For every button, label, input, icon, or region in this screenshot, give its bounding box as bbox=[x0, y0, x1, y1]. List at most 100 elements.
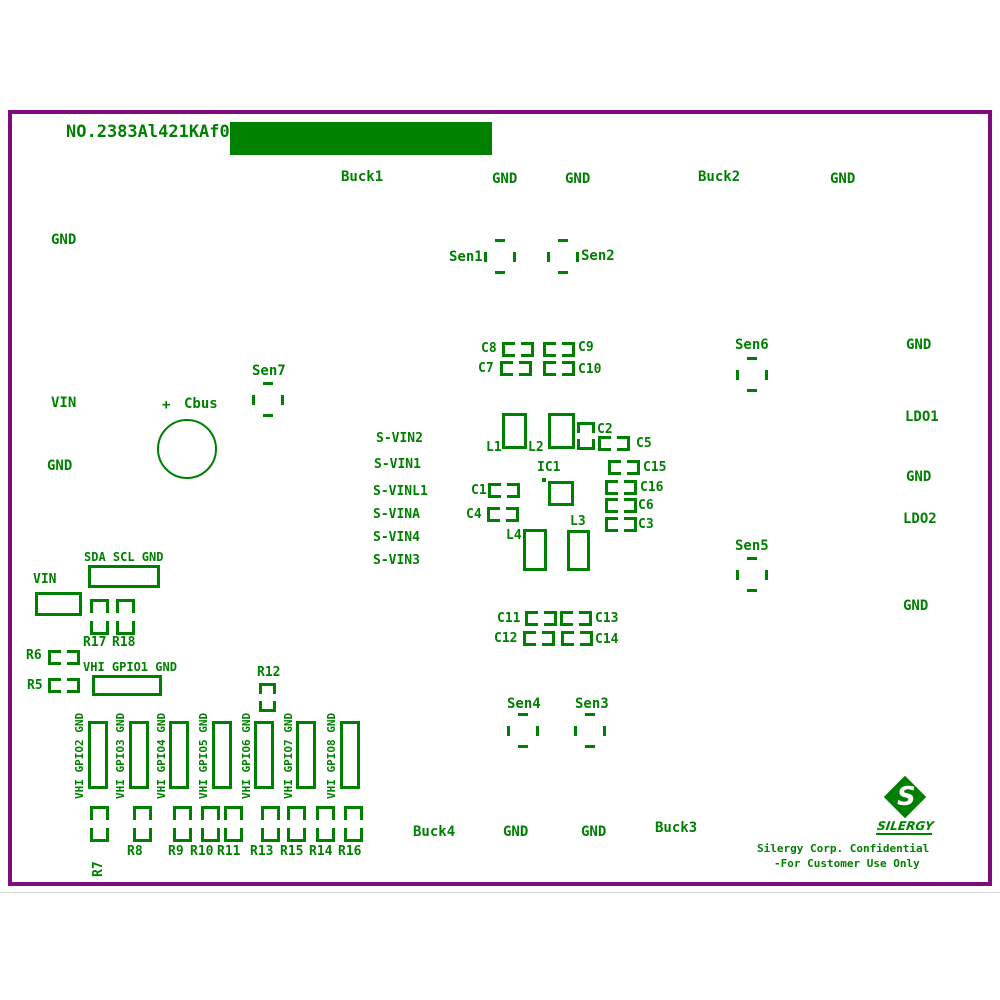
res-footprint-r12 bbox=[259, 683, 276, 712]
label-s-vina: S-VINA bbox=[373, 507, 420, 522]
label-gnd-left-2: GND bbox=[47, 458, 73, 474]
label-r18: R18 bbox=[112, 635, 136, 650]
sen3-footprint bbox=[574, 713, 606, 748]
cap-footprint-c11 bbox=[525, 611, 557, 626]
connector-vhi-gpio8-gnd bbox=[340, 721, 360, 789]
label-vhi-gpio5-gnd: VHI GPIO5 GND bbox=[197, 712, 210, 799]
connector-vin bbox=[35, 592, 82, 616]
label-c7: C7 bbox=[478, 361, 494, 376]
label-c8: C8 bbox=[481, 341, 497, 356]
res-footprint-r18 bbox=[116, 599, 135, 635]
label-sen6: Sen6 bbox=[735, 337, 769, 353]
label-s-vinl1: S-VINL1 bbox=[373, 484, 428, 499]
label-sen3: Sen3 bbox=[575, 696, 609, 712]
label-sen7: Sen7 bbox=[252, 363, 286, 379]
connector-vhi-gpio6-gnd bbox=[254, 721, 274, 789]
label-r6: R6 bbox=[26, 648, 42, 663]
res-footprint-r11 bbox=[224, 806, 243, 842]
label-r8: R8 bbox=[127, 844, 143, 859]
cap-footprint-c6 bbox=[605, 498, 637, 513]
cap-footprint-c16 bbox=[605, 480, 637, 495]
label-gnd-right-3: GND bbox=[903, 598, 929, 614]
connector-vhi-gpio7-gnd bbox=[296, 721, 316, 789]
label-l2: L2 bbox=[528, 440, 544, 455]
label-vhi-gpio2-gnd: VHI GPIO2 GND bbox=[73, 712, 86, 799]
res-footprint-r13 bbox=[261, 806, 280, 842]
cap-footprint-c5 bbox=[598, 436, 630, 451]
label-ldo2: LDO2 bbox=[903, 511, 937, 527]
cap-footprint-c14 bbox=[561, 631, 593, 646]
label-gnd-right-2: GND bbox=[906, 469, 932, 485]
label-vhi-gpio7-gnd: VHI GPIO7 GND bbox=[282, 712, 295, 799]
res-footprint-r10 bbox=[201, 806, 220, 842]
connector-vhi-gpio3-gnd bbox=[129, 721, 149, 789]
label-c15: C15 bbox=[643, 460, 667, 475]
label-r12: R12 bbox=[257, 665, 281, 680]
silergy-logo-wordmark: SILERGY bbox=[875, 819, 934, 836]
connector-vhi-gpio1-gnd bbox=[92, 675, 162, 696]
sen5-footprint bbox=[736, 557, 768, 592]
ic1-footprint bbox=[548, 481, 574, 506]
label-sen2: Sen2 bbox=[581, 248, 615, 264]
label-r9: R9 bbox=[168, 844, 184, 859]
label-s-vin4: S-VIN4 bbox=[373, 530, 420, 545]
sen1-footprint bbox=[484, 239, 516, 274]
sen4-footprint bbox=[507, 713, 539, 748]
label-c13: C13 bbox=[595, 611, 619, 626]
res-footprint-r8 bbox=[133, 806, 152, 842]
label-vin-left: VIN bbox=[51, 395, 77, 411]
connector-vhi-gpio2-gnd bbox=[88, 721, 108, 789]
label-sen4: Sen4 bbox=[507, 696, 541, 712]
label-c9: C9 bbox=[578, 340, 594, 355]
label-gnd-top-1: GND bbox=[492, 171, 518, 187]
sen2-footprint bbox=[547, 239, 579, 274]
label-gnd-top-3: GND bbox=[830, 171, 856, 187]
cap-footprint-c10 bbox=[543, 361, 575, 376]
label-c11: C11 bbox=[497, 611, 521, 626]
label-vhi-gpio1-gnd: VHI GPIO1 GND bbox=[83, 660, 177, 674]
label-c6: C6 bbox=[638, 498, 654, 513]
res-footprint-r16 bbox=[344, 806, 363, 842]
confidential-line-2: -For Customer Use Only bbox=[774, 857, 920, 870]
inductor-footprint-l3 bbox=[567, 530, 590, 571]
res-footprint-r6 bbox=[48, 650, 80, 665]
label-gnd-top-2: GND bbox=[565, 171, 591, 187]
connector-sda-scl-gnd bbox=[88, 565, 160, 588]
silkscreen-bar bbox=[230, 122, 492, 155]
inductor-footprint-l2 bbox=[548, 413, 575, 449]
label-r7: R7 bbox=[91, 861, 106, 877]
label-r11: R11 bbox=[217, 844, 241, 859]
label-buck4: Buck4 bbox=[413, 824, 456, 840]
label-c12: C12 bbox=[494, 631, 518, 646]
label-r16: R16 bbox=[338, 844, 362, 859]
label-sen5: Sen5 bbox=[735, 538, 769, 554]
label-gnd-bottom-2: GND bbox=[581, 824, 607, 840]
label-r5: R5 bbox=[27, 678, 43, 693]
sen7-footprint bbox=[252, 382, 284, 417]
label-cbus-plus: + bbox=[162, 397, 171, 413]
res-footprint-r15 bbox=[287, 806, 306, 842]
cap-footprint-c9 bbox=[543, 342, 575, 357]
label-vhi-gpio8-gnd: VHI GPIO8 GND bbox=[325, 712, 338, 799]
label-gnd-right-1: GND bbox=[906, 337, 932, 353]
page-edge-line bbox=[0, 892, 1000, 893]
connector-vhi-gpio4-gnd bbox=[169, 721, 189, 789]
label-s-vin2: S-VIN2 bbox=[376, 431, 423, 446]
cap-footprint-c8 bbox=[502, 342, 534, 357]
label-buck2: Buck2 bbox=[698, 169, 741, 185]
cap-footprint-c7 bbox=[500, 361, 532, 376]
res-footprint-r17 bbox=[90, 599, 109, 635]
label-gnd-bottom-1: GND bbox=[503, 824, 529, 840]
label-c10: C10 bbox=[578, 362, 602, 377]
label-vhi-gpio6-gnd: VHI GPIO6 GND bbox=[240, 712, 253, 799]
res-footprint-r5 bbox=[48, 678, 80, 693]
sen6-footprint bbox=[736, 357, 768, 392]
confidential-line-1: Silergy Corp. Confidential bbox=[757, 842, 930, 855]
label-c4: C4 bbox=[466, 507, 482, 522]
cap-footprint-c13 bbox=[560, 611, 592, 626]
label-vin-block: VIN bbox=[33, 572, 57, 587]
label-c14: C14 bbox=[595, 632, 619, 647]
cap-footprint-c4 bbox=[487, 507, 519, 522]
board-number: NO.2383Al421KAf0 bbox=[66, 122, 230, 142]
